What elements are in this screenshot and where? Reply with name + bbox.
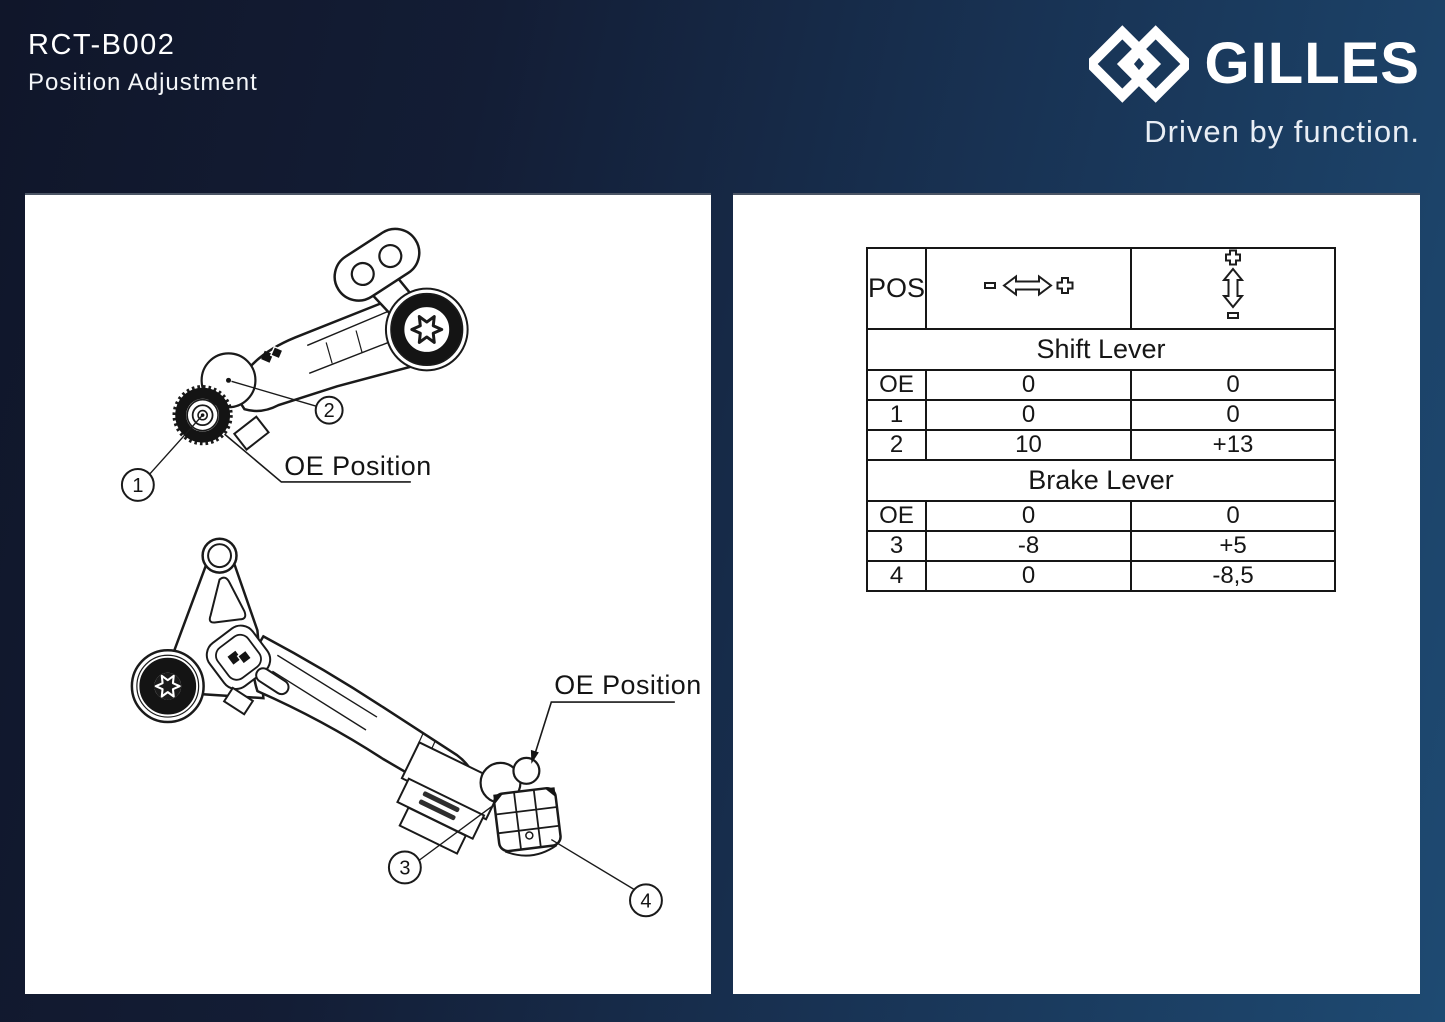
brand-row: GILLES — [1080, 22, 1420, 106]
vertical-adjust-plus-arrow-minus-icon — [1221, 249, 1245, 319]
section-row-shift-lever: Shift Lever — [865, 328, 1337, 371]
table-row: 4 0 -8,5 — [865, 560, 1337, 592]
v-value-cell: 0 — [1130, 369, 1337, 401]
callout-3-circle — [387, 850, 422, 885]
oe-position-label-bottom: OE Position — [554, 670, 701, 700]
h-value-cell: 0 — [925, 399, 1133, 431]
h-value-cell: 0 — [925, 500, 1133, 532]
callout-3: 3 — [399, 857, 410, 879]
h-value-cell: 10 — [925, 429, 1133, 461]
oe-position-label-top: OE Position — [284, 451, 431, 481]
v-value-cell: 0 — [1130, 399, 1337, 431]
table-row: 2 10 +13 — [865, 429, 1337, 461]
table-row: 3 -8 +5 — [865, 530, 1337, 562]
brand-tagline: Driven by function. — [1144, 114, 1420, 149]
gilles-interlocked-diamonds-icon — [1088, 25, 1189, 103]
section-title: Shift Lever — [865, 328, 1337, 371]
page-title: Position Adjustment — [28, 68, 258, 96]
h-value-cell: 0 — [925, 369, 1133, 401]
callout-4: 4 — [640, 890, 651, 912]
adjuster-boss — [205, 624, 272, 690]
arrowhead-icon — [530, 749, 539, 764]
horizontal-adjust-minus-arrow-plus-icon — [983, 274, 1074, 297]
table-panel: POS — [733, 193, 1420, 994]
product-code: RCT-B002 — [28, 29, 176, 61]
pos-cell: OE — [865, 369, 928, 401]
engraving-marks — [418, 791, 460, 821]
v-value-cell: +13 — [1130, 429, 1337, 461]
lever-drawings: 1 2 OE Position — [120, 227, 701, 918]
callout-1: 1 — [132, 475, 143, 497]
gilles-emblem-icon — [227, 649, 253, 665]
callout-1-circle — [120, 467, 155, 502]
h-value-cell: 0 — [925, 560, 1133, 592]
callout-4-circle — [629, 883, 663, 918]
section-row-brake-lever: Brake Lever — [865, 459, 1337, 502]
position-adjustment-table: POS — [865, 247, 1337, 592]
horizontal-adjust-icon-cell — [925, 247, 1133, 330]
table-row: OE 0 0 — [865, 500, 1337, 532]
brand-block: GILLES Driven by function. — [1080, 22, 1420, 150]
section-title: Brake Lever — [865, 459, 1337, 502]
pos-cell: OE — [865, 500, 928, 532]
brake-lever-drawing: 3 4 OE Position — [130, 537, 701, 918]
vertical-adjust-icon-cell — [1130, 247, 1337, 330]
v-value-cell: 0 — [1130, 500, 1337, 532]
gilles-emblem-icon — [261, 345, 284, 363]
pos-cell: 4 — [865, 560, 928, 592]
pos-cell: 1 — [865, 399, 928, 431]
torx-bolt-icon — [130, 649, 205, 724]
brand-name: GILLES — [1204, 31, 1420, 96]
title-block: RCT-B002 Position Adjustment — [28, 29, 258, 97]
torx-bolt-icon — [384, 287, 469, 372]
v-value-cell: -8,5 — [1130, 560, 1337, 592]
toe-peg-knob — [493, 786, 562, 857]
table-header-row: POS — [865, 247, 1337, 330]
pos-cell: 3 — [865, 530, 928, 562]
pos-header-cell: POS — [865, 247, 928, 330]
pos-cell: 2 — [865, 429, 928, 461]
table-row: 1 0 0 — [865, 399, 1337, 431]
table-row: OE 0 0 — [865, 369, 1337, 401]
h-value-cell: -8 — [925, 530, 1133, 562]
v-value-cell: +5 — [1130, 530, 1337, 562]
mount-bracket — [333, 227, 421, 302]
callout-2-circle — [314, 395, 344, 425]
shift-lever-drawing: 1 2 OE Position — [120, 227, 469, 502]
callout-2: 2 — [324, 400, 335, 422]
drawing-panel: 1 2 OE Position — [25, 193, 711, 994]
